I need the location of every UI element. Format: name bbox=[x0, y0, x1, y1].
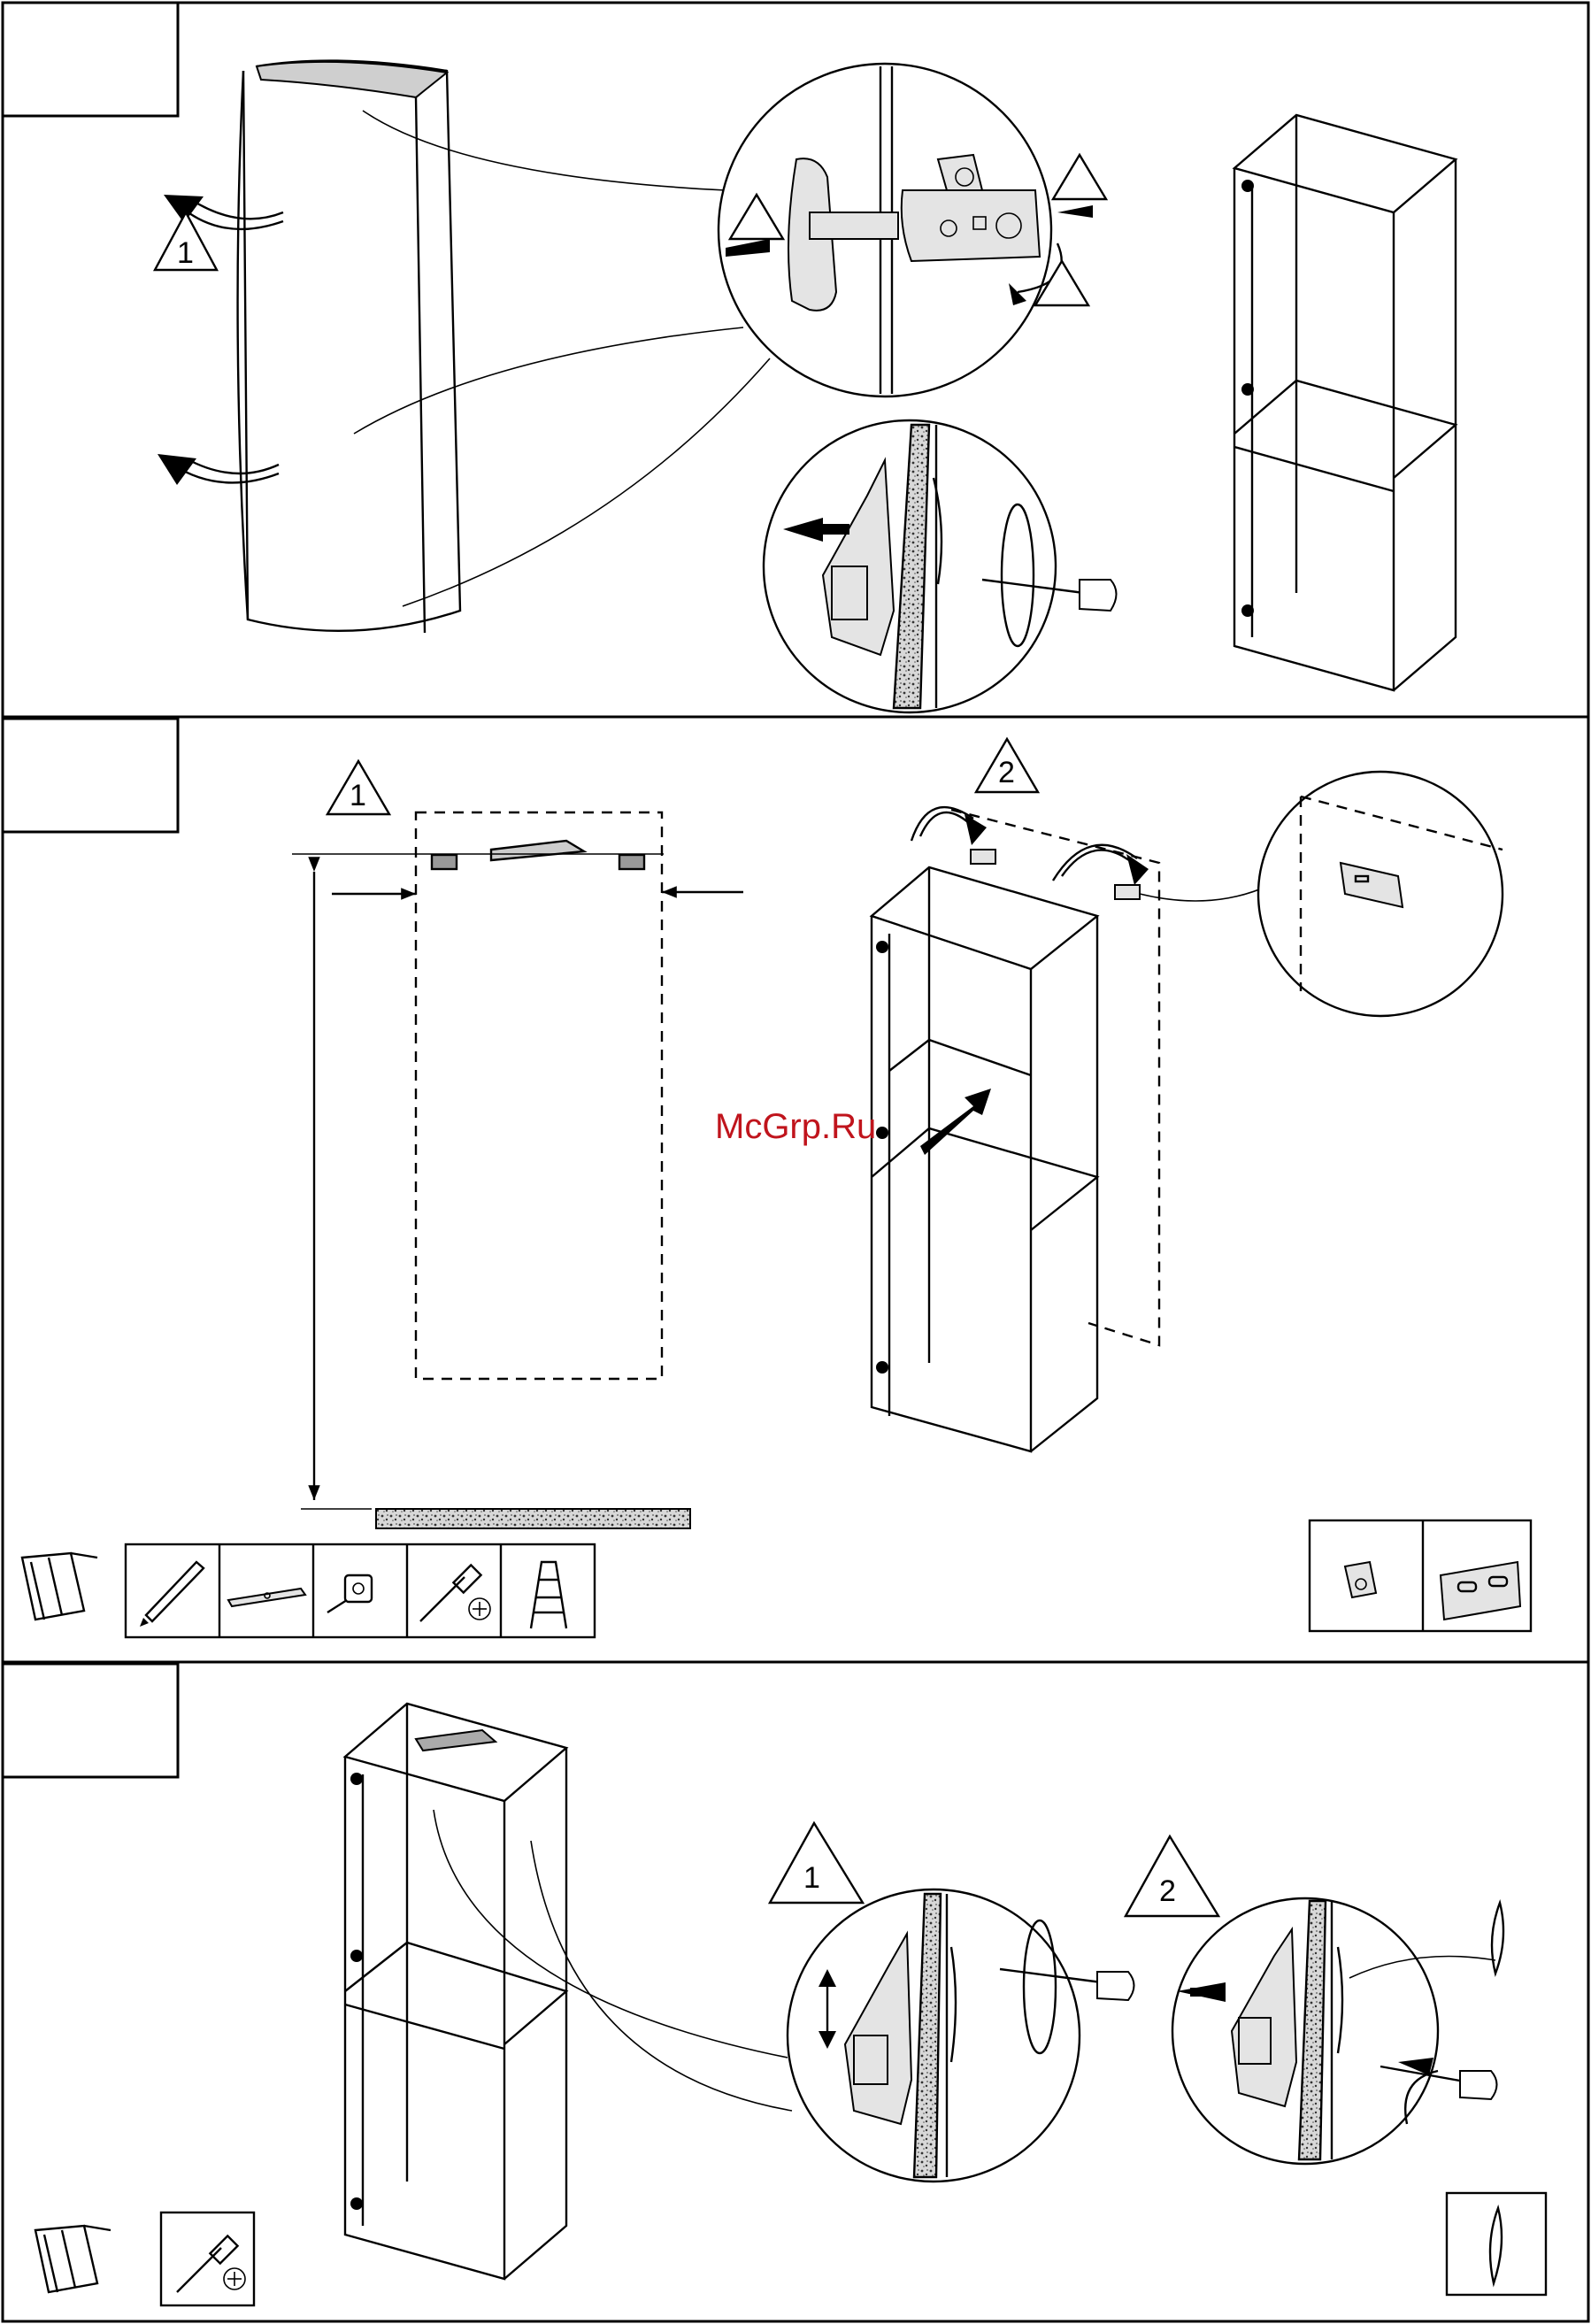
warning-triangle-1: 1 bbox=[155, 212, 217, 270]
hinge-detail-callout bbox=[719, 64, 1106, 396]
step-number-box-3 bbox=[3, 1664, 178, 1777]
warning-triangle-label: 1 bbox=[803, 1861, 820, 1895]
warning-triangle-left: 1 bbox=[327, 761, 389, 814]
part-box-frame bbox=[1447, 2193, 1546, 2295]
hinge-screw-callout bbox=[764, 420, 1117, 712]
screwdriver-icon bbox=[420, 1565, 490, 1621]
warning-triangle-label: 2 bbox=[1159, 1874, 1176, 1908]
cabinet-outline-on-wall bbox=[416, 812, 662, 1379]
tool-box-frame bbox=[161, 2212, 254, 2305]
ladder-icon bbox=[531, 1562, 566, 1628]
panel-3-height-adjustment: 1 2 bbox=[35, 1704, 1546, 2305]
mounted-cabinet bbox=[345, 1704, 566, 2279]
curved-door bbox=[238, 61, 460, 633]
spirit-level-mark bbox=[491, 841, 584, 860]
step-number-box-2 bbox=[3, 719, 178, 832]
open-cabinet-without-door bbox=[1234, 115, 1456, 690]
cabinet-hanging-on-rail: 2 bbox=[872, 739, 1159, 1451]
screwdriver-icon bbox=[177, 2236, 245, 2292]
fix-screw-callout: 2 bbox=[1126, 1836, 1503, 2164]
bracket-mark bbox=[619, 855, 644, 869]
warning-triangle-label: 2 bbox=[998, 756, 1015, 789]
warning-triangle-label: 1 bbox=[177, 236, 194, 270]
hanging-rail-icon bbox=[1441, 1562, 1520, 1620]
cover-cap-icon bbox=[1490, 2208, 1502, 2283]
pencil-icon bbox=[140, 1562, 204, 1627]
adjust-height-callout: 1 bbox=[770, 1823, 1134, 2182]
wall-plug-icon bbox=[1345, 1562, 1376, 1597]
panel-2-wall-mounting: 1 bbox=[22, 739, 1531, 1637]
warning-triangle-icon bbox=[1053, 155, 1106, 199]
spirit-level-icon bbox=[228, 1589, 305, 1606]
leader-line bbox=[531, 1841, 792, 2111]
open-door-arrow-lower bbox=[158, 454, 279, 485]
warning-triangle-label: 1 bbox=[350, 779, 366, 812]
watermark: McGrp.Ru bbox=[715, 1107, 876, 1146]
leader-line bbox=[354, 327, 743, 434]
package-icon bbox=[22, 1553, 97, 1620]
step-number-box-1 bbox=[3, 3, 178, 116]
bracket-mark bbox=[432, 855, 457, 869]
panel-1-door-removal: 1 bbox=[155, 61, 1456, 712]
tools-row bbox=[22, 1544, 595, 1637]
floor-line bbox=[376, 1509, 690, 1528]
tape-measure-icon bbox=[327, 1575, 372, 1612]
parts-row bbox=[1310, 1520, 1531, 1631]
hanging-rail-callout bbox=[1258, 772, 1503, 1016]
package-icon bbox=[35, 2226, 111, 2292]
